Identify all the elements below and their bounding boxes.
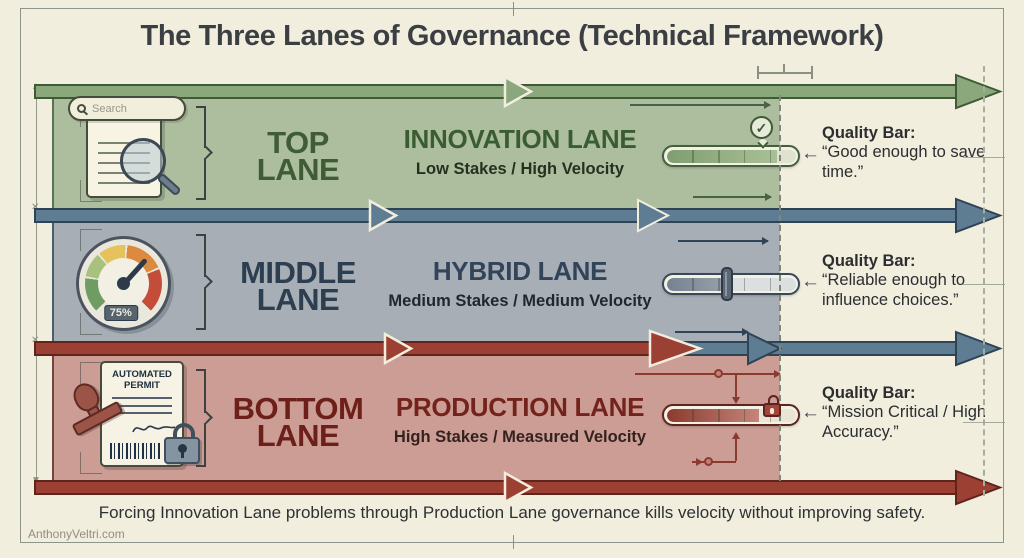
quality-bar-note: Quality Bar: “Good enough to save time.” [822,124,1000,182]
quality-bar-note: Quality Bar: “Reliable enough to influen… [822,252,1000,310]
lane-middle-heading: HYBRID LANE Medium Stakes / Medium Veloc… [370,256,670,311]
automated-permit-icon: AUTOMATED PERMIT [66,359,206,473]
pointer-arrow-icon: ← [801,143,820,164]
quality-bar-label: Quality Bar: [822,124,916,142]
motion-arrow [678,240,768,242]
guide-tick [963,284,1005,285]
lane-top-heading: INNOVATION LANE Low Stakes / High Veloci… [370,124,670,179]
dimension-mark [757,72,813,74]
doc-text-line [98,181,150,184]
magnifying-glass-icon [120,138,166,184]
blueprint-frame [20,8,1004,543]
lane-bracket [196,234,213,330]
quality-bar-note: Quality Bar: “Mission Critical / High Ac… [822,384,1000,442]
quality-bar-label: Quality Bar: [822,252,916,270]
search-placeholder: Search [92,102,127,115]
motion-arrow [630,104,770,106]
motion-arrow [693,196,771,198]
circuit-trace [635,373,777,375]
quality-bar-hybrid [662,267,800,301]
blueprint-corner-mark [80,362,102,384]
quality-bar-fill [666,277,730,291]
quality-bar-quote: “Reliable enough to influence choices.” [822,271,966,309]
gauge-hub [117,277,130,290]
frame-tick-bottom [513,535,514,549]
blueprint-corner-mark [80,180,102,202]
lane-middle-label: MIDDLE LANE [240,255,356,318]
circuit-trace [735,439,737,461]
padlock-icon [164,423,204,464]
slider-handle [720,267,733,301]
dimension-line-left: ▲ ✕ ✕ ▼ [31,81,41,486]
circuit-arrowhead [732,432,740,439]
dimension-mark [757,66,759,79]
circuit-node [704,457,713,466]
document-search-icon: Search [68,96,188,206]
dimension-mark [783,64,785,74]
lane-bracket [196,106,213,200]
lane-top: Search TOP LANE INNOVATION LANE Low Stak… [52,96,1004,209]
gauge-value: 75% [103,305,138,321]
lane-bottom-heading: PRODUCTION LANE High Stakes / Measured V… [370,392,670,447]
lock-icon [763,395,783,417]
blueprint-corner-mark [80,313,102,335]
lane-title: HYBRID LANE [432,256,608,286]
lane-title: PRODUCTION LANE [395,392,645,422]
search-icon [77,104,86,113]
dimension-mark [811,66,813,79]
quality-bar-quote: “Good enough to save time.” [822,143,986,181]
search-bar: Search [68,96,186,121]
signature-icon [131,421,177,440]
circuit-arrowhead [732,397,740,404]
blueprint-corner-mark [80,229,102,251]
lane-subtitle: Medium Stakes / Medium Velocity [388,292,652,310]
permit-text-line [112,412,172,415]
blueprint-corner-mark [80,452,102,474]
footer-message: Forcing Innovation Lane problems through… [98,503,926,522]
frame-tick-top [513,2,514,16]
quality-bar-quote: “Mission Critical / High Accuracy.” [822,403,987,441]
watermark: AnthonyVeltri.com [28,527,125,541]
permit-title: AUTOMATED PERMIT [112,369,172,392]
circuit-trace [735,374,737,397]
lane-title: INNOVATION LANE [403,124,637,154]
quality-boundary-dashed-line [779,95,781,481]
doc-text-line [98,141,150,144]
quality-bar-innovation [662,145,800,167]
circuit-node [714,369,723,378]
pointer-arrow-icon: ← [801,402,820,423]
circuit-arrowhead [696,458,703,466]
quality-bar-label: Quality Bar: [822,384,916,402]
circuit-arrowhead [774,370,781,378]
check-badge-icon: ✓ [750,116,773,139]
lane-subtitle: High Stakes / Measured Velocity [393,428,647,446]
permit-text-line [112,404,172,407]
barcode-icon [110,443,160,459]
guide-tick [963,422,1005,423]
guide-tick [963,157,1005,158]
lane-top-label: TOP LANE [256,125,340,188]
lane-bracket [196,369,213,467]
lane-middle-background [52,222,780,342]
page-title: The Three Lanes of Governance (Technical… [140,20,884,52]
lane-bottom: AUTOMATED PERMIT BOTTOM LANE [52,355,1004,481]
lane-middle: 75% MIDDLE LANE HYBRID LANE Medium Stake… [52,222,1004,342]
circuit-trace [692,461,736,463]
lane-bottom-label: BOTTOM LANE [232,391,364,454]
pointer-arrow-icon: ← [801,271,820,292]
permit-text-line [112,397,172,400]
quality-bar-fill [666,408,760,422]
motion-arrow [675,331,748,333]
gauge-icon: 75% [76,236,171,331]
right-guide-dashed-line [983,66,985,496]
lane-subtitle: Low Stakes / High Velocity [415,160,625,178]
quality-bar-fill [666,149,778,163]
